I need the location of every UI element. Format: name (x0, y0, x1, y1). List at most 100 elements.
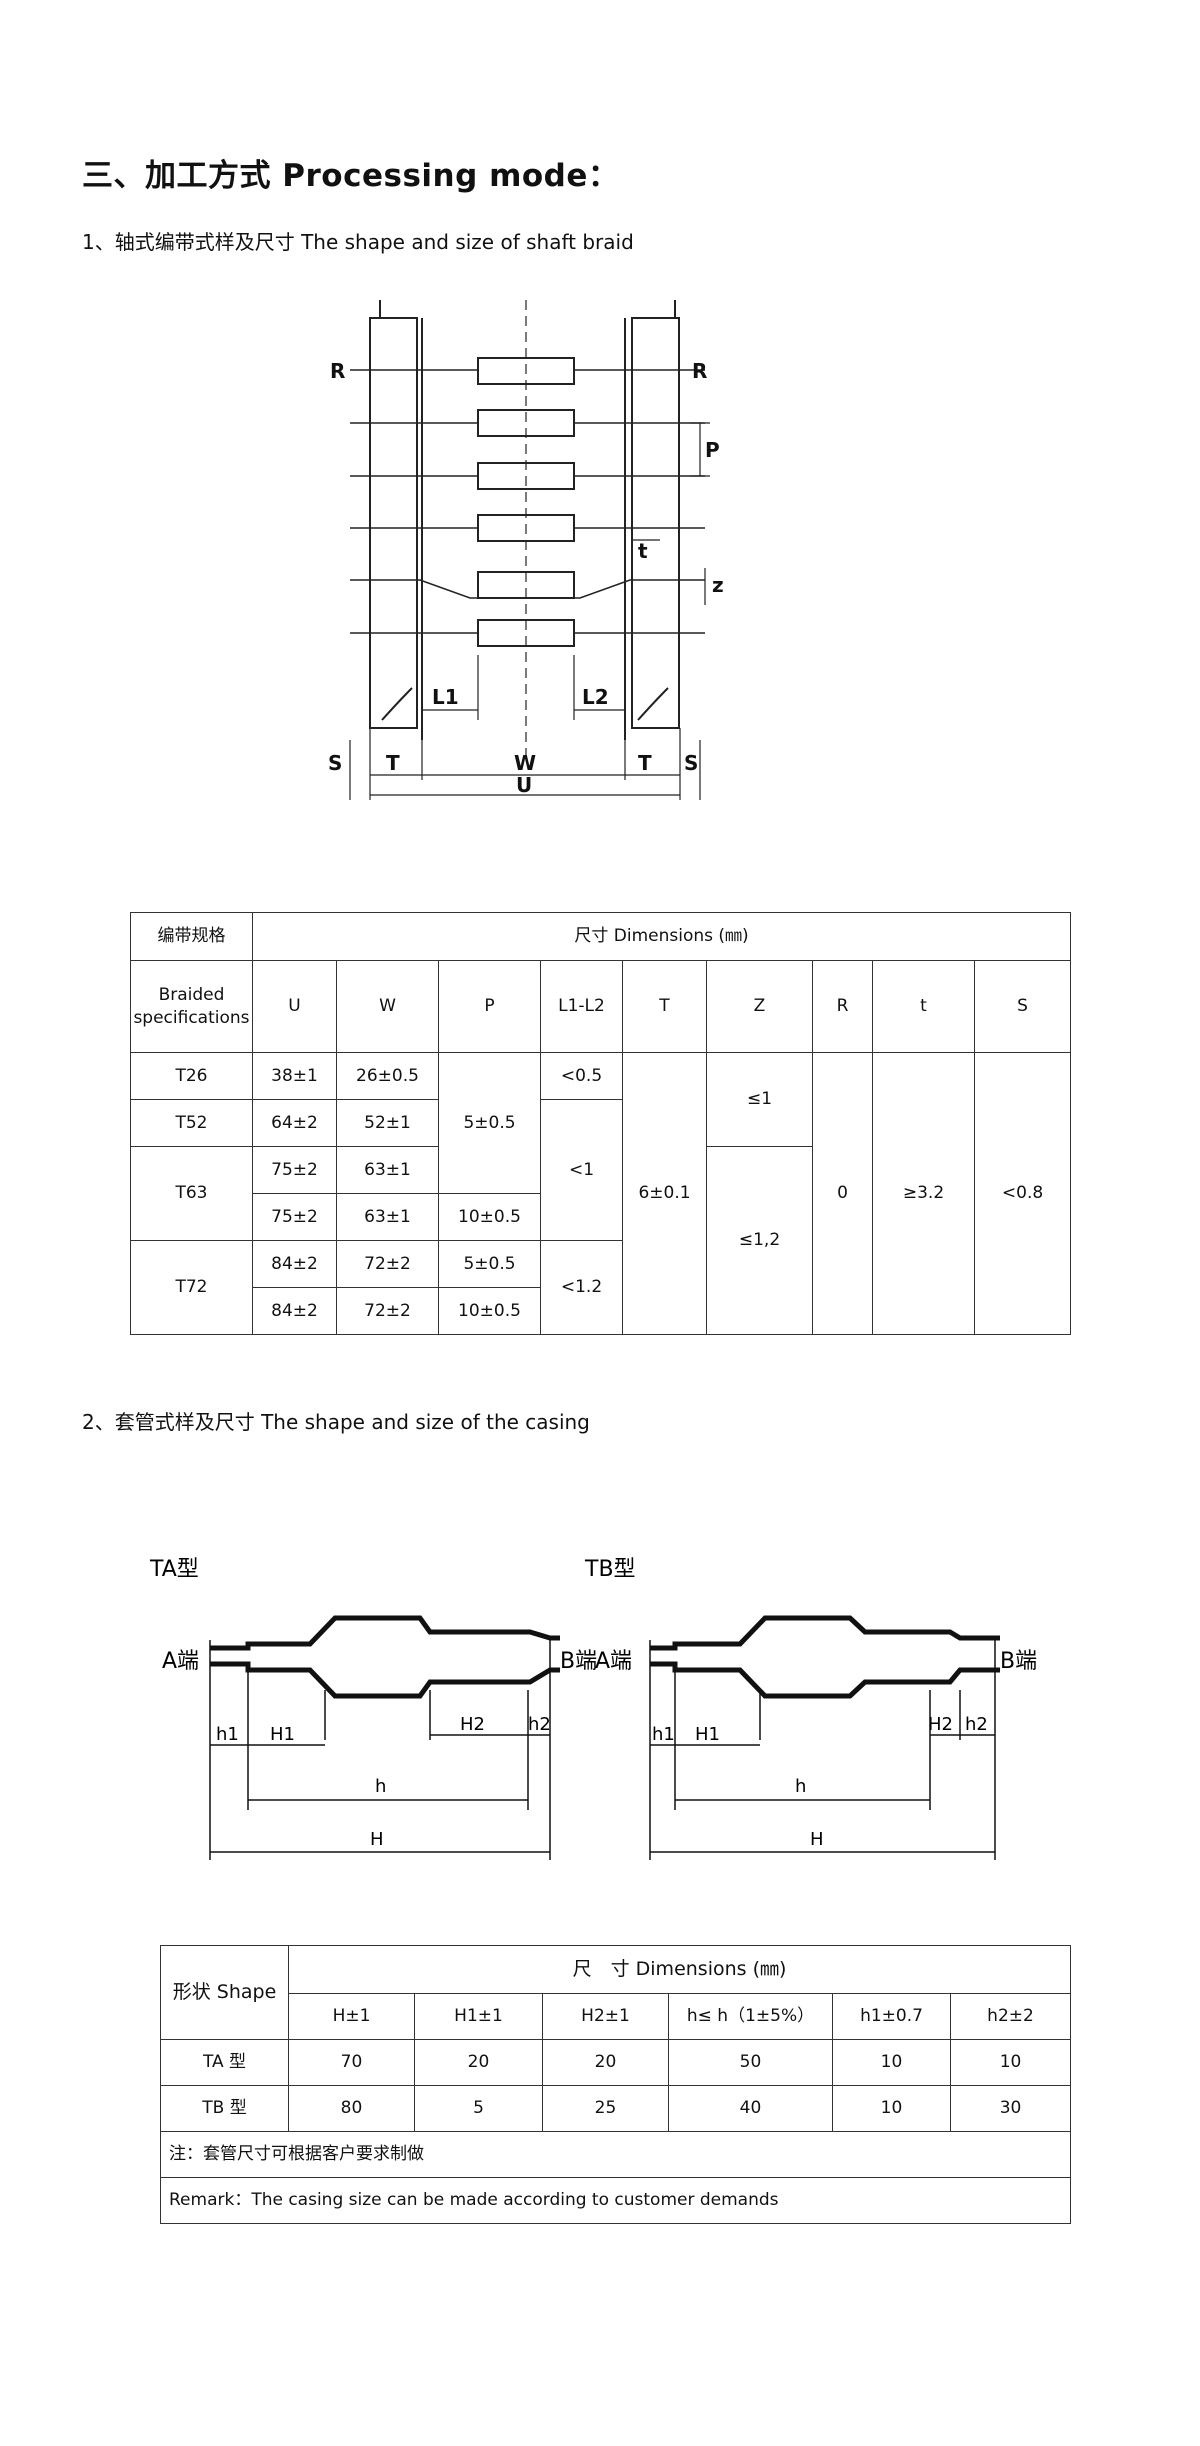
casing-spec-table: 形状 Shape 尺 寸 Dimensions (㎜) H±1 H1±1 H2±… (159, 1945, 1072, 2224)
col-h1: h1±0.7 (832, 1993, 951, 2040)
spec-cell: T63 (130, 1146, 253, 1241)
table-cell: 10±0.5 (438, 1287, 541, 1335)
subsection-title-braid: 1、轴式编带式样及尺寸 The shape and size of shaft … (82, 230, 634, 254)
label-S-left: S (328, 751, 342, 775)
col-L1L2: L1-L2 (540, 960, 623, 1053)
right-tape (631, 317, 680, 729)
table-cell: 70 (288, 2039, 415, 2086)
col-H2: H2±1 (542, 1993, 669, 2040)
col-U: U (252, 960, 337, 1053)
table-cell: 30 (949, 2085, 1072, 2132)
table-cell: 20 (542, 2039, 669, 2086)
table-cell: 52±1 (336, 1099, 439, 1147)
table-cell: 40 (668, 2085, 833, 2132)
label-L1: L1 (432, 685, 459, 709)
shape-cell: TA 型 (160, 2039, 289, 2086)
table-cell: 10 (832, 2039, 951, 2086)
ta-h2-label: h2 (528, 1714, 551, 1735)
table-cell: 25 (542, 2085, 669, 2132)
tb-h1-label: h1 (652, 1724, 675, 1745)
table-cell: 84±2 (252, 1240, 337, 1288)
tb-diagram: TB型 A端 B端 h1 H1 H2 h2 h H (584, 1557, 1037, 1860)
table-cell: 72±2 (336, 1240, 439, 1288)
spec-cell: T26 (130, 1052, 253, 1100)
table-cell: 63±1 (336, 1193, 439, 1241)
braid-spec-subheader: Braided specifications (130, 960, 253, 1053)
braid-spec-header: 编带规格 (130, 912, 253, 961)
label-L2: L2 (582, 685, 609, 709)
table-cell: 80 (288, 2085, 415, 2132)
col-P: P (438, 960, 541, 1053)
table-cell: 5±0.5 (438, 1240, 541, 1288)
table-cell: ≤1,2 (706, 1146, 813, 1335)
ta-diagram: TA型 A端 B端 h1 H1 H2 h2 h H (149, 1557, 597, 1860)
label-T-left: T (386, 751, 400, 775)
table-cell: <1.2 (540, 1240, 623, 1335)
label-T-right: T (638, 751, 652, 775)
ta-H2-label: H2 (460, 1714, 485, 1735)
table-cell: 10 (949, 2039, 1072, 2086)
table-cell: ≥3.2 (872, 1052, 975, 1335)
ta-h-label: h (375, 1776, 386, 1797)
label-R-right: R (692, 359, 707, 383)
spec-cell: T72 (130, 1240, 253, 1335)
ta-h1-label: h1 (216, 1724, 239, 1745)
tb-H2-label: H2 (928, 1714, 953, 1735)
table-cell: 75±2 (252, 1146, 337, 1194)
ta-left-end: A端 (162, 1649, 199, 1674)
table-cell: 63±1 (336, 1146, 439, 1194)
table-cell: 84±2 (252, 1287, 337, 1335)
table-cell: 10±0.5 (438, 1193, 541, 1241)
col-h2: h2±2 (949, 1993, 1072, 2040)
label-S-right: S (684, 751, 698, 775)
table-cell: ≤1 (706, 1052, 813, 1147)
braid-spec-table: 编带规格 尺寸 Dimensions (㎜) Braided specifica… (130, 912, 1072, 1335)
ta-title: TA型 (149, 1557, 199, 1582)
tb-H1-label: H1 (695, 1724, 720, 1745)
left-tape (369, 317, 418, 729)
col-h: h≤ h（1±5%） (668, 1993, 833, 2040)
label-t: t (638, 539, 648, 563)
ta-right-end: B端 (560, 1649, 597, 1674)
table-cell: 50 (668, 2039, 833, 2086)
table-cell: 0 (812, 1052, 873, 1335)
note-en: Remark：The casing size can be made accor… (159, 2177, 1072, 2224)
table-cell: 20 (414, 2039, 543, 2086)
casing-diagrams: TA型 A端 B端 h1 H1 H2 h2 h H (149, 1557, 1037, 1860)
ta-H1-label: H1 (270, 1724, 295, 1745)
col-H1: H1±1 (414, 1993, 543, 2040)
ta-H-label: H (370, 1829, 384, 1850)
tb-H-label: H (810, 1829, 824, 1850)
note-cn: 注：套管尺寸可根据客户要求制做 (159, 2131, 1072, 2178)
braid-diagram: R R P t z L1 L2 S T W T S U (328, 300, 724, 800)
table-cell: <1 (540, 1099, 623, 1241)
shape-cell: TB 型 (160, 2085, 289, 2132)
col-Z: Z (706, 960, 813, 1053)
subsection-title-casing: 2、套管式样及尺寸 The shape and size of the casi… (82, 1410, 590, 1434)
table-cell: 72±2 (336, 1287, 439, 1335)
table-cell: 10 (832, 2085, 951, 2132)
table-cell: 26±0.5 (336, 1052, 439, 1100)
table-cell: 5 (414, 2085, 543, 2132)
label-R-left: R (330, 359, 345, 383)
col-R: R (812, 960, 873, 1053)
label-P: P (705, 438, 720, 462)
table-cell: <0.8 (973, 1052, 1072, 1335)
shape-header: 形状 Shape (160, 1945, 289, 2040)
col-H: H±1 (288, 1993, 415, 2040)
table-cell: 64±2 (252, 1099, 337, 1147)
col-S: S (973, 960, 1072, 1053)
tb-left-end: A端 (595, 1649, 632, 1674)
table-cell: 6±0.1 (622, 1052, 707, 1335)
table-cell: 75±2 (252, 1193, 337, 1241)
label-U: U (516, 773, 532, 797)
col-T: T (622, 960, 707, 1053)
col-t: t (872, 960, 975, 1053)
table-cell: 38±1 (252, 1052, 337, 1100)
braid-dimensions-title: 尺寸 Dimensions (㎜) (251, 912, 1072, 961)
label-z: z (712, 573, 724, 597)
tb-title: TB型 (584, 1557, 636, 1582)
table-cell: <0.5 (540, 1052, 623, 1100)
col-W: W (336, 960, 439, 1053)
tb-h2-label: h2 (965, 1714, 988, 1735)
